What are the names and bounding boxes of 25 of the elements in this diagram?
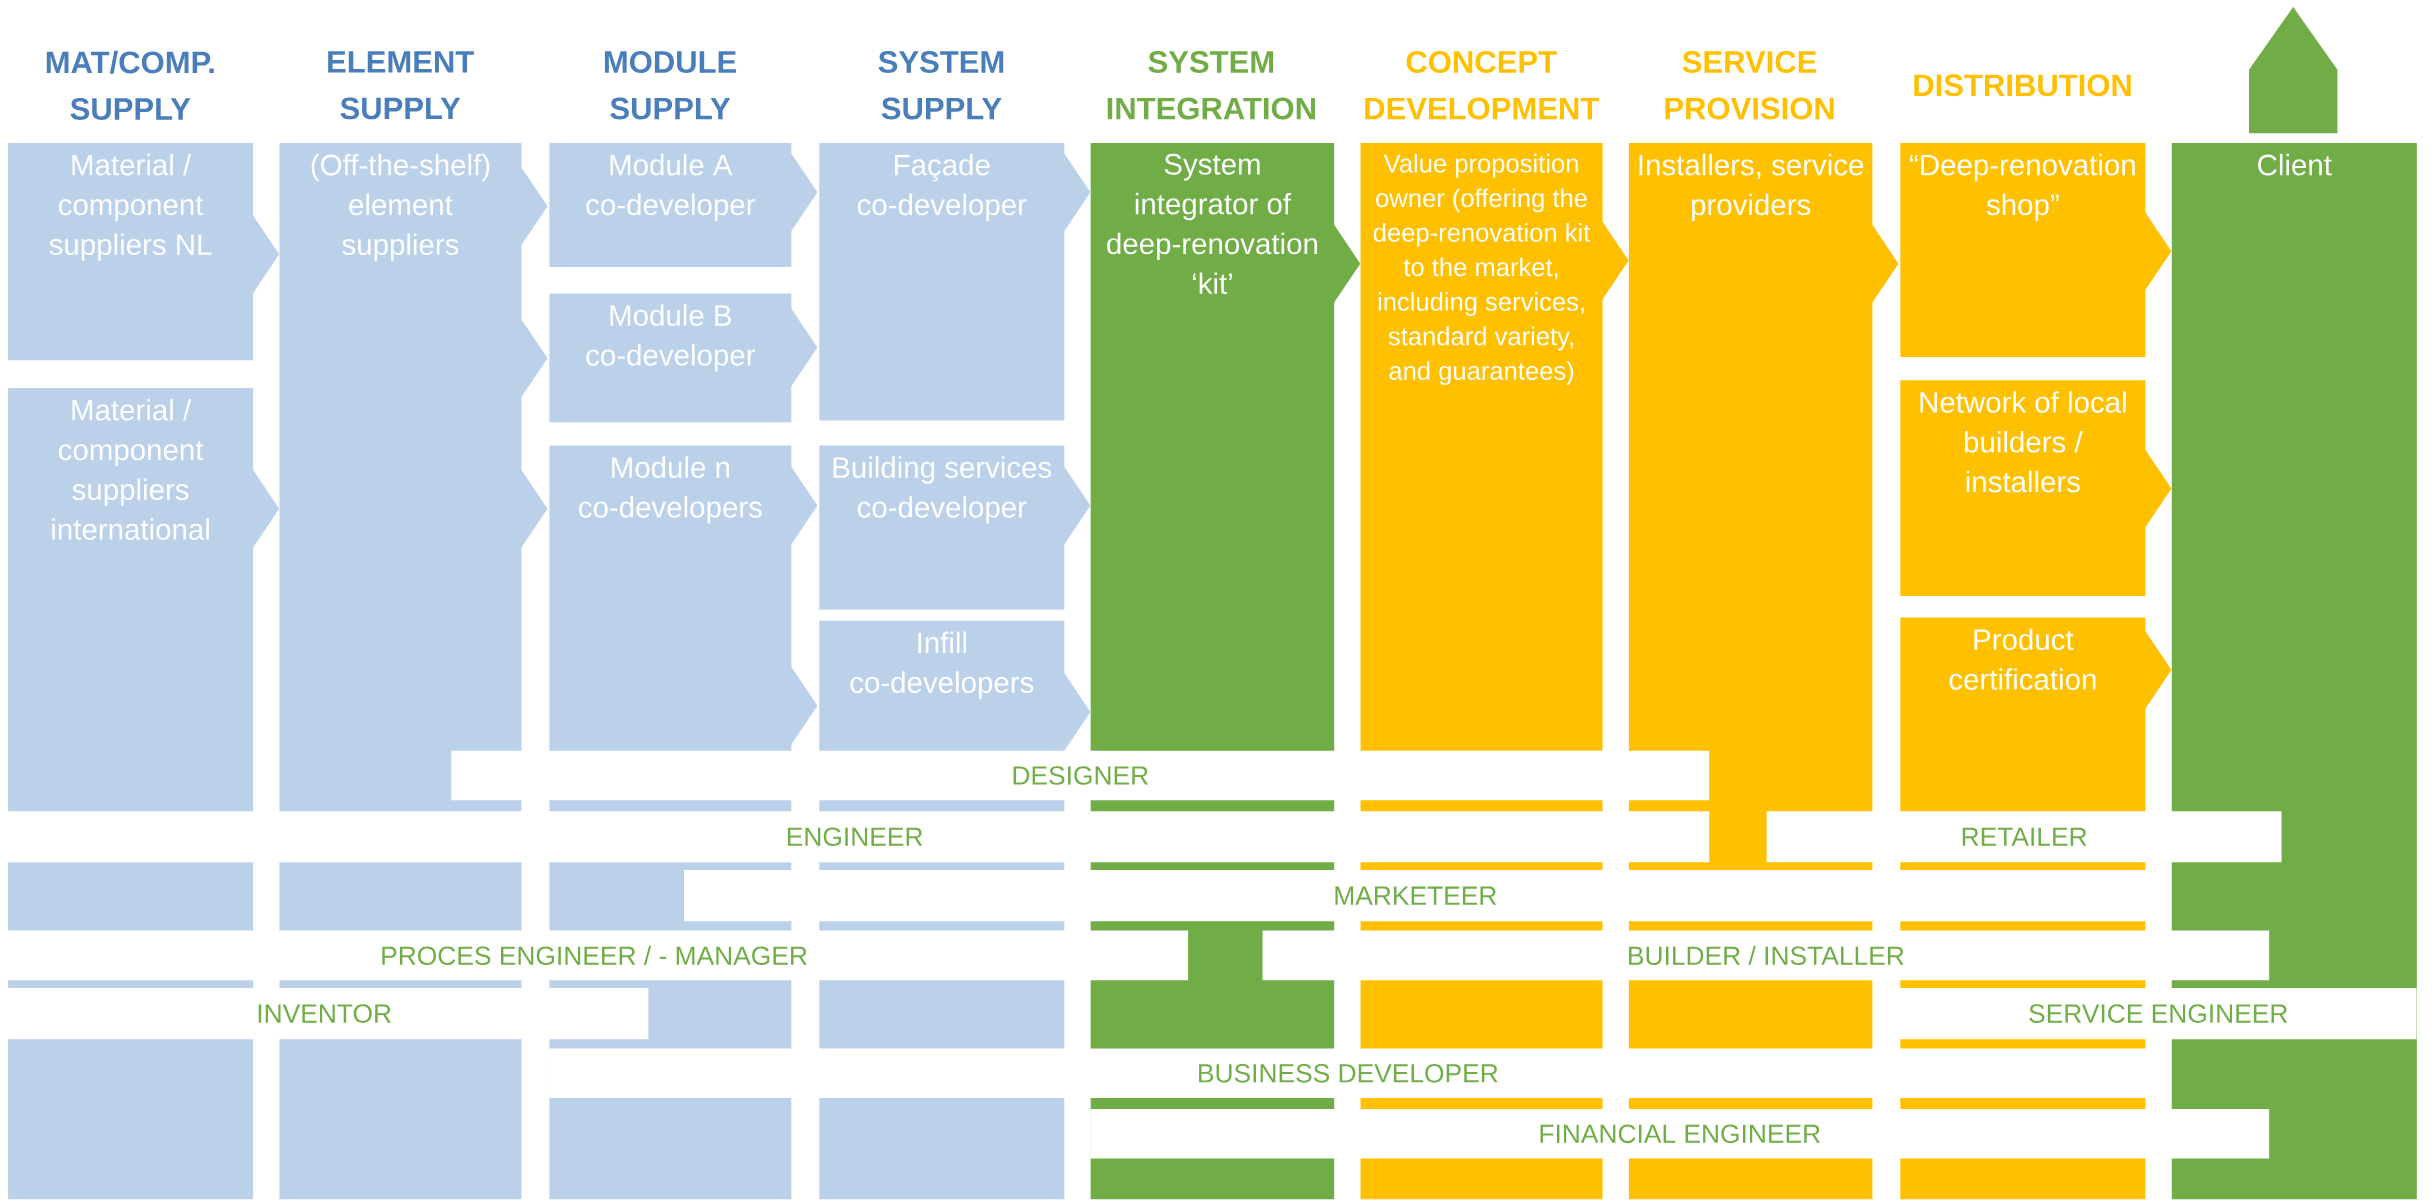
column-heading: CONCEPT DEVELOPMENT	[1365, 51, 1599, 120]
column-heading: SYSTEM INTEGRATION	[1107, 51, 1315, 120]
process-box: Façade co-developer	[819, 142, 1091, 421]
role-band: INVENTOR	[0, 987, 649, 1040]
process-box: Building services co-developer	[819, 445, 1091, 610]
role-band: RETAILER	[1766, 811, 2282, 863]
process-box: “Deep-renovation shop”	[1900, 142, 2172, 357]
process-box: Material / component suppliers NL	[8, 142, 280, 361]
column-heading: SERVICE PROVISION	[1665, 51, 1834, 120]
process-box: Network of local builders / installers	[1900, 380, 2172, 596]
role-band: ENGINEER	[0, 811, 1710, 863]
column-heading: DISTRIBUTION	[1914, 74, 2131, 97]
column-heading: MAT/COMP. SUPPLY	[46, 50, 214, 120]
column-heading: SYSTEM SUPPLY	[878, 51, 1004, 120]
role-band: DESIGNER	[451, 750, 1710, 801]
process-box: Module A co-developer	[549, 142, 818, 268]
role-band: SERVICE ENGINEER	[1900, 987, 2417, 1040]
role-band: PROCES ENGINEER / - MANAGER	[0, 930, 1189, 981]
column-heading: MODULE SUPPLY	[604, 51, 737, 120]
process-box: Module B co-developer	[549, 293, 818, 423]
role-band: BUILDER / INSTALLER	[1262, 930, 2270, 981]
role-band: MARKETEER	[684, 870, 2147, 922]
role-band: FINANCIAL ENGINEER	[1090, 1108, 2270, 1159]
role-band: BUSINESS DEVELOPER	[549, 1048, 2147, 1099]
column-heading: ELEMENT SUPPLY	[328, 51, 474, 120]
